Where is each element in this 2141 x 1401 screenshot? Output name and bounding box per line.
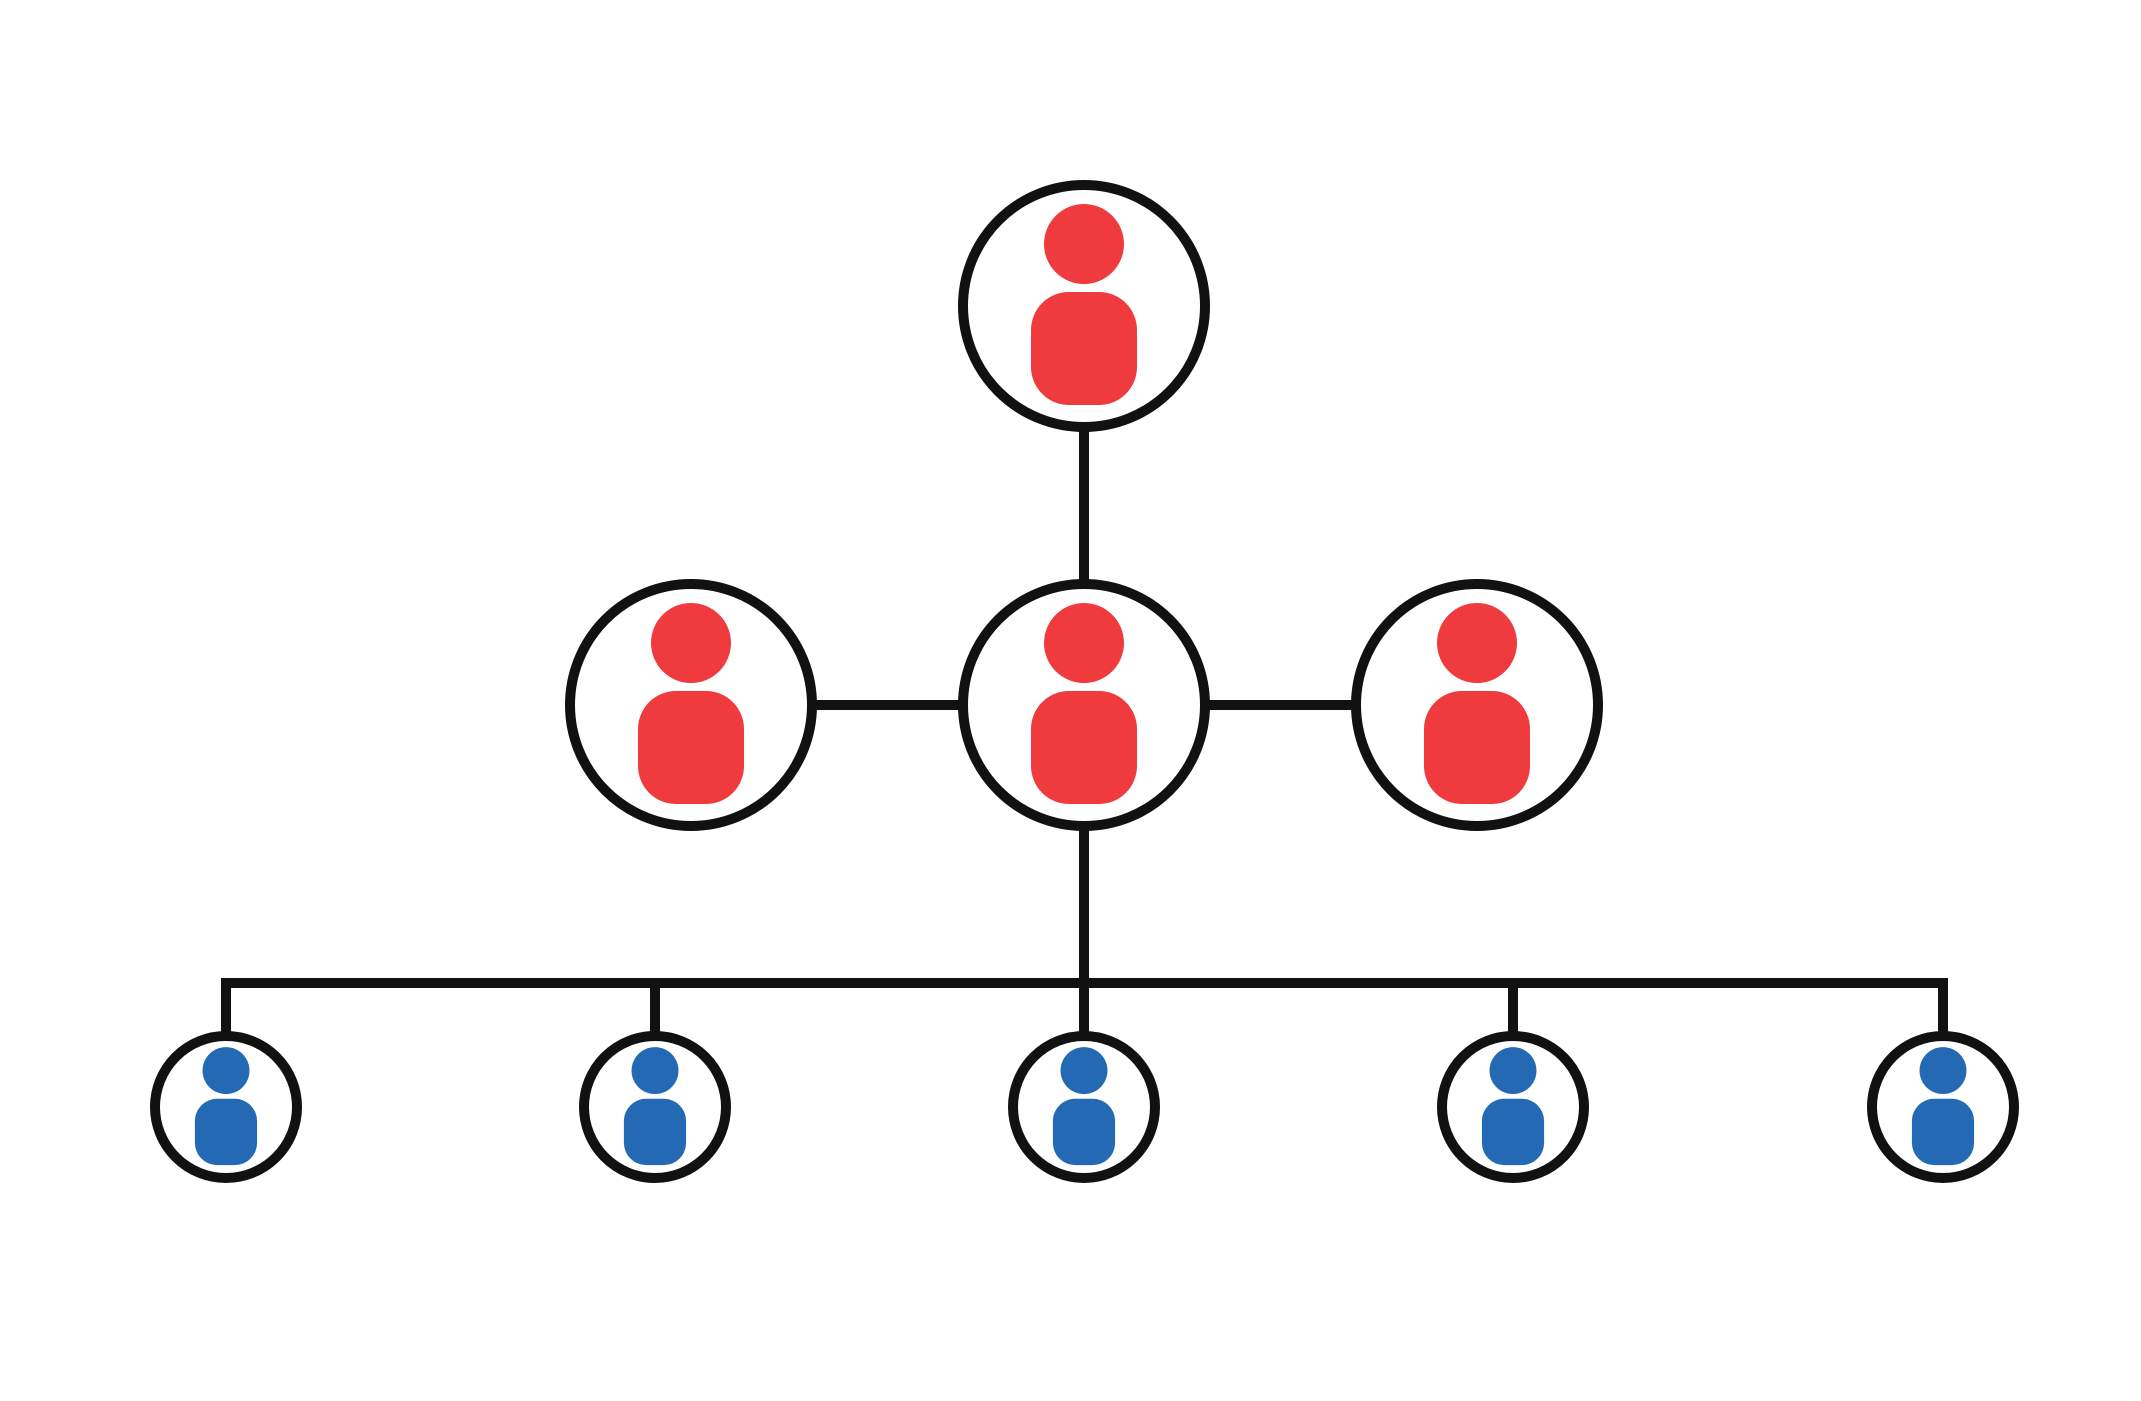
person-body — [1031, 292, 1137, 405]
node-member-1 — [150, 1031, 302, 1183]
person-icon — [1052, 1047, 1116, 1166]
person-icon — [1031, 603, 1137, 804]
node-member-5 — [1867, 1031, 2019, 1183]
person-body — [638, 691, 744, 804]
person-body — [1052, 1098, 1116, 1166]
node-right — [1351, 579, 1603, 831]
person-head — [1919, 1047, 1967, 1095]
person-icon — [1031, 204, 1137, 405]
person-icon — [1481, 1047, 1545, 1166]
person-head — [202, 1047, 250, 1095]
person-head — [631, 1047, 679, 1095]
person-icon — [194, 1047, 258, 1166]
connector-lines — [221, 422, 1948, 1040]
node-member-4 — [1437, 1031, 1589, 1183]
person-head — [1489, 1047, 1537, 1095]
person-head — [651, 603, 731, 683]
person-head — [1437, 603, 1517, 683]
person-icon — [1424, 603, 1530, 804]
person-icon — [1911, 1047, 1975, 1166]
person-body — [1031, 691, 1137, 804]
person-head — [1060, 1047, 1108, 1095]
node-group — [150, 180, 2019, 1183]
node-top — [958, 180, 1210, 432]
person-body — [1424, 691, 1530, 804]
person-body — [1911, 1098, 1975, 1166]
person-head — [1044, 204, 1124, 284]
person-body — [194, 1098, 258, 1166]
person-head — [1044, 603, 1124, 683]
person-icon — [623, 1047, 687, 1166]
node-left — [565, 579, 817, 831]
node-member-2 — [579, 1031, 731, 1183]
person-body — [1481, 1098, 1545, 1166]
node-member-3 — [1008, 1031, 1160, 1183]
node-center — [958, 579, 1210, 831]
person-body — [623, 1098, 687, 1166]
person-icon — [638, 603, 744, 804]
